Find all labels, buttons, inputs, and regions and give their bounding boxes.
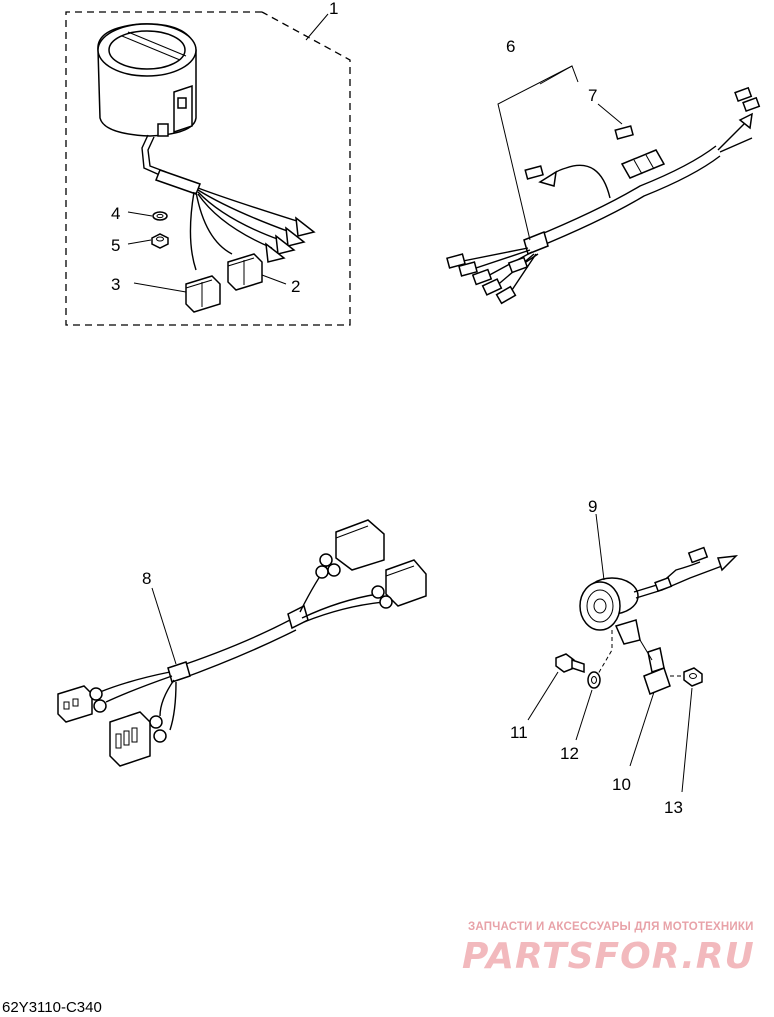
callout-5: 5 xyxy=(111,236,120,255)
callout-13: 13 xyxy=(664,798,683,817)
callout-9: 9 xyxy=(588,497,597,516)
callout-10: 10 xyxy=(612,775,631,794)
connector-lower-right[interactable] xyxy=(371,559,427,609)
meter-assembly-group: 1 4 5 3 2 xyxy=(65,0,351,326)
callout-12: 12 xyxy=(560,744,579,763)
washer-part-12[interactable] xyxy=(587,671,601,689)
callout-4: 4 xyxy=(111,204,120,223)
callout-7: 7 xyxy=(588,86,597,105)
callout-8: 8 xyxy=(142,569,151,588)
buzzer-part-9[interactable] xyxy=(579,577,641,645)
callout-6: 6 xyxy=(506,37,515,56)
watermark-caption: ЗАПЧАСТИ И АКСЕССУАРЫ ДЛЯ МОТОТЕХНИКИ xyxy=(468,921,754,933)
wire-harness-group: 6 7 xyxy=(446,37,761,305)
bolt-part-11[interactable] xyxy=(555,653,585,674)
callout-2: 2 xyxy=(291,277,300,296)
nut-part-5[interactable] xyxy=(151,233,169,249)
catalog-code: 62Y3110-C340 xyxy=(2,999,102,1016)
connector-left-small[interactable] xyxy=(57,685,107,723)
callout-1: 1 xyxy=(329,0,338,18)
callout-3: 3 xyxy=(111,275,120,294)
meter-cable xyxy=(141,134,316,271)
connector-part-3[interactable] xyxy=(185,275,221,313)
bracket-part-10[interactable] xyxy=(639,639,671,695)
meter-gauge[interactable] xyxy=(97,23,197,137)
nut-part-13[interactable] xyxy=(683,667,703,687)
connector-upper-right[interactable] xyxy=(315,519,385,579)
watermark-logo: PARTSFOR.RU xyxy=(462,936,755,977)
washer-part-4[interactable] xyxy=(152,211,168,221)
sub-harness-group: 8 xyxy=(57,519,427,767)
callout-11: 11 xyxy=(510,723,528,742)
fuse-part-7[interactable] xyxy=(524,125,634,180)
buzzer-group: 9 11 12 10 13 xyxy=(510,497,739,817)
connector-left-large[interactable] xyxy=(109,711,167,767)
fuse-holder[interactable] xyxy=(620,149,666,179)
connector-part-2[interactable] xyxy=(227,253,263,291)
